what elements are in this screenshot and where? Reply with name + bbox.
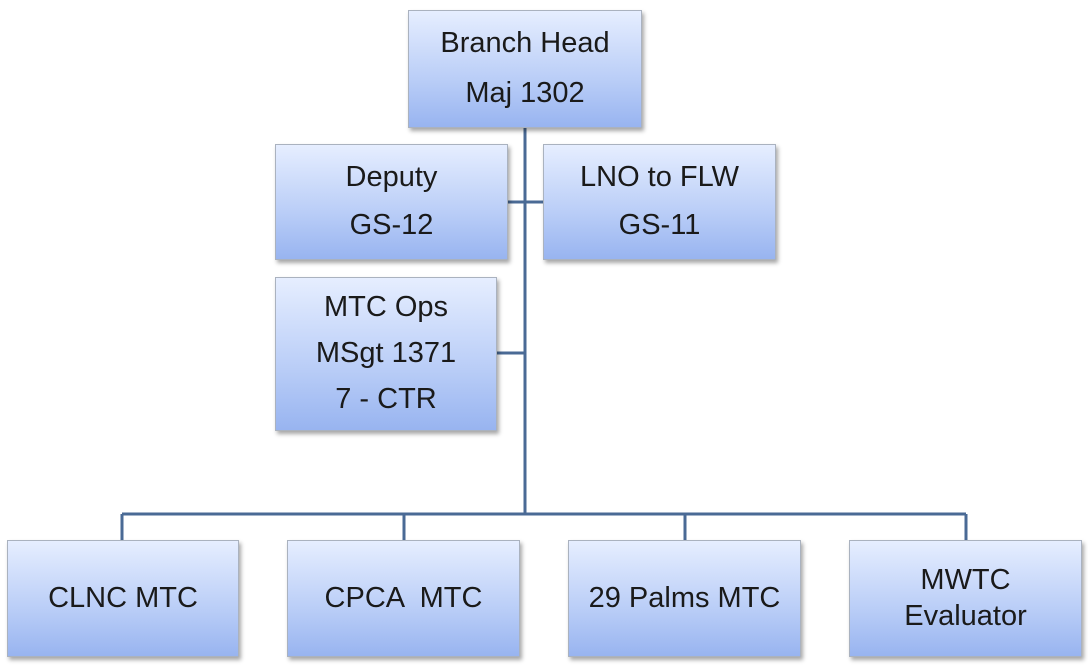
deputy-title: Deputy: [345, 160, 438, 193]
unit-box-cpca: CPCA MTC: [287, 540, 520, 657]
deputy-box: Deputy GS-12: [275, 144, 508, 260]
lno-title: LNO to FLW: [580, 160, 739, 193]
lno-grade: GS-11: [618, 209, 701, 242]
unit-label-line-2: Evaluator: [904, 599, 1027, 632]
branch-head-title: Branch Head: [440, 27, 610, 60]
deputy-grade: GS-12: [349, 209, 434, 242]
lno-box: LNO to FLW GS-11: [543, 144, 776, 260]
mtc-ops-box: MTC Ops MSgt 1371 7 - CTR: [275, 277, 497, 431]
branch-head-grade: Maj 1302: [465, 76, 585, 109]
mtc-ops-grade: MSgt 1371: [315, 337, 457, 370]
mtc-ops-staff: 7 - CTR: [335, 383, 437, 416]
unit-label: 29 Palms MTC: [588, 581, 781, 614]
unit-label: CPCA MTC: [324, 581, 483, 614]
unit-box-clnc: CLNC MTC: [7, 540, 239, 657]
unit-label: CLNC MTC: [48, 581, 198, 614]
unit-label-line-1: MWTC: [920, 563, 1011, 596]
unit-box-29-palms: 29 Palms MTC: [568, 540, 801, 657]
unit-box-mwtc: MWTC Evaluator: [849, 540, 1082, 657]
branch-head-box: Branch Head Maj 1302: [408, 10, 642, 128]
mtc-ops-title: MTC Ops: [323, 291, 449, 324]
